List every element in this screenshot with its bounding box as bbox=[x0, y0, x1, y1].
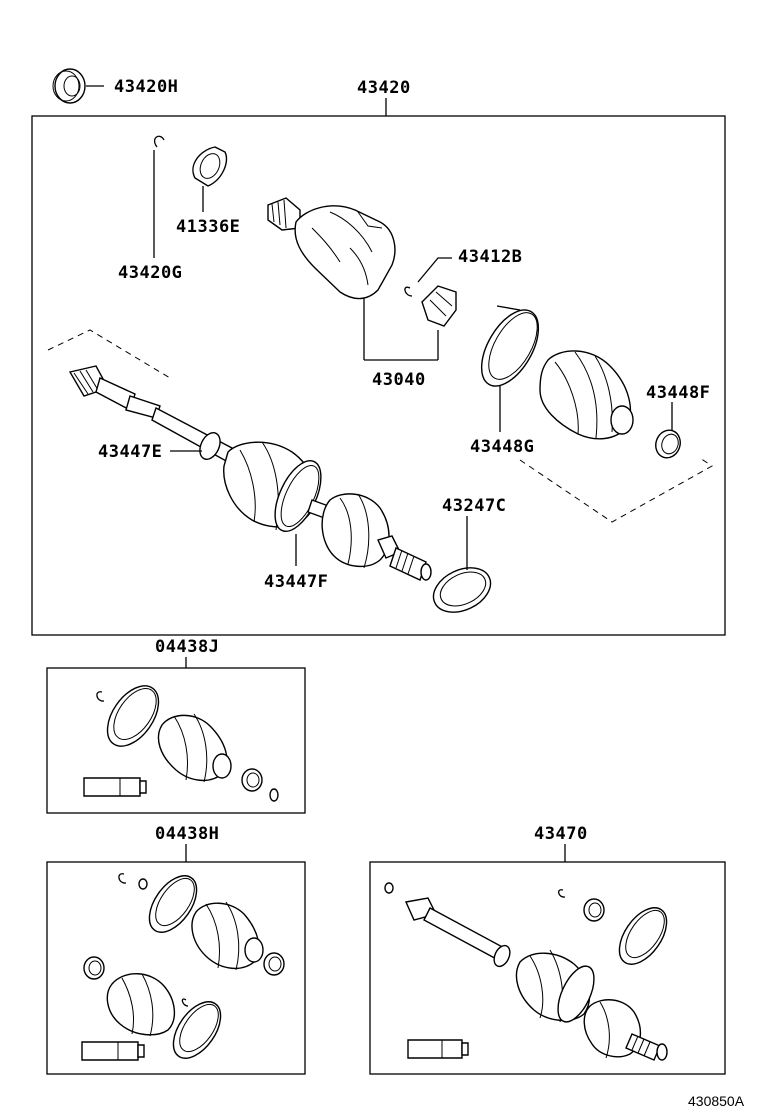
label-43040: 43040 bbox=[372, 370, 426, 390]
label-04438J: 04438J bbox=[155, 637, 219, 657]
kit-04438J-frame bbox=[46, 667, 306, 814]
kit-04438H-frame bbox=[46, 861, 306, 1075]
label-43448G: 43448G bbox=[470, 437, 534, 457]
label-41336E: 41336E bbox=[176, 217, 240, 237]
outboard-joint-boot[interactable] bbox=[223, 441, 335, 566]
part-43412B-circlip[interactable] bbox=[404, 257, 452, 297]
part-43448F-boot-clamp[interactable] bbox=[652, 402, 684, 461]
assembly-43420-frame bbox=[31, 115, 726, 636]
assembly-43470-frame bbox=[369, 861, 726, 1075]
kit-04438H-parts[interactable] bbox=[81, 867, 285, 1066]
part-43420G-snap-ring[interactable] bbox=[153, 135, 165, 258]
label-04438H: 04438H bbox=[155, 824, 219, 844]
label-43247C: 43247C bbox=[442, 496, 506, 516]
label-43412B: 43412B bbox=[458, 247, 522, 267]
assembly-43470-parts[interactable] bbox=[384, 882, 676, 1061]
label-43447F: 43447F bbox=[264, 572, 328, 592]
part-43448G-boot-clamp[interactable] bbox=[470, 301, 550, 432]
label-43420G: 43420G bbox=[118, 263, 182, 283]
part-43040-joint-housing[interactable] bbox=[267, 197, 439, 361]
label-43420: 43420 bbox=[357, 78, 411, 98]
label-43420H: 43420H bbox=[114, 77, 178, 97]
part-43420H-seal[interactable] bbox=[52, 68, 104, 104]
label-43447E: 43447E bbox=[98, 442, 162, 462]
inboard-joint-boot[interactable] bbox=[539, 350, 634, 440]
label-43470: 43470 bbox=[534, 824, 588, 844]
label-43448F: 43448F bbox=[646, 383, 710, 403]
tripod-joint[interactable] bbox=[421, 285, 457, 327]
part-41336E-dust-seal[interactable] bbox=[192, 146, 228, 212]
inboard-joint[interactable] bbox=[321, 493, 432, 581]
part-43247C-ring[interactable] bbox=[426, 516, 497, 621]
kit-04438J-parts[interactable] bbox=[83, 677, 279, 802]
figure-number: 430850A bbox=[688, 1093, 745, 1109]
assembly-reference-lines bbox=[47, 329, 713, 523]
drive-shaft[interactable] bbox=[68, 365, 233, 464]
